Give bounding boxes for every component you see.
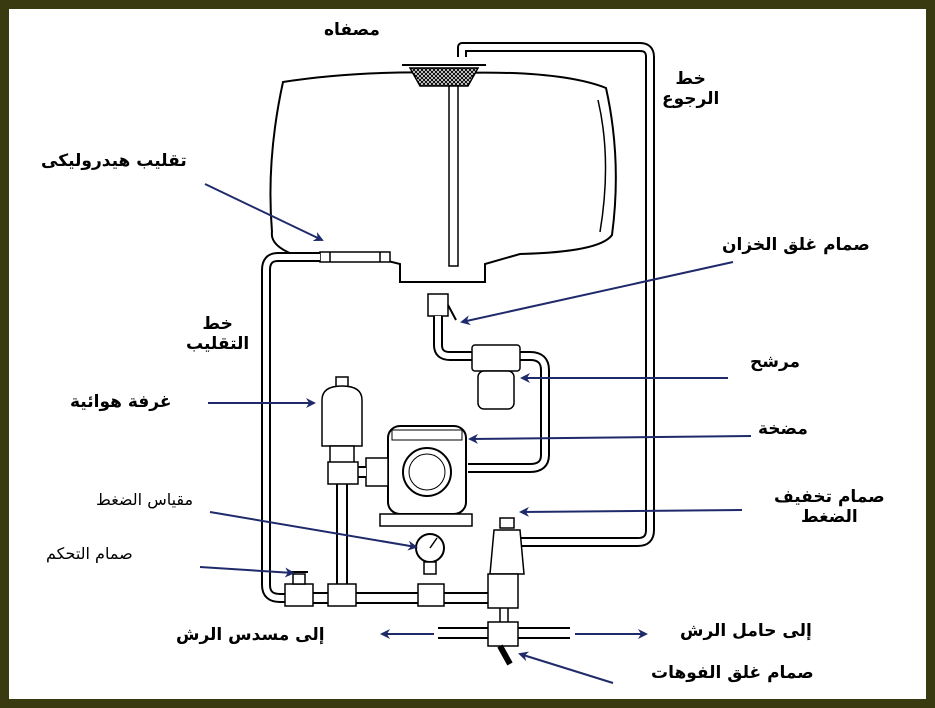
to-spray-boom-label: إلى حامل الرش	[680, 622, 812, 642]
air-chamber	[322, 377, 362, 464]
strainer-label: مصفاه	[324, 21, 380, 41]
hydraulic-agitation-label: تقليب هيدروليكى	[41, 152, 187, 172]
pressure-relief-valve	[488, 518, 524, 628]
pump	[366, 426, 472, 526]
pressure-gauge-label: مقياس الضغط	[96, 491, 193, 509]
pump-label: مضخة	[758, 420, 808, 440]
to-spray-gun-label: إلى مسدس الرش	[176, 626, 325, 646]
air-chamber-label: غرفة هوائية	[70, 393, 171, 413]
control-valve-label: صمام التحكم	[46, 545, 133, 563]
pressure-relief-valve-label: صمام تخفيف الضغط	[774, 488, 885, 527]
tank-shutoff-valve-label: صمام غلق الخزان	[722, 236, 870, 256]
filter	[472, 345, 520, 409]
filter-label: مرشح	[750, 353, 800, 373]
pressure-gauge	[416, 534, 444, 606]
agitation-line-label: خط التقليب	[186, 315, 249, 354]
nozzle-shutoff-valve	[488, 622, 518, 664]
return-line-label: خط الرجوع	[662, 70, 719, 109]
control-valve	[285, 572, 313, 606]
nozzle-shutoff-valve-label: صمام غلق الفوهات	[651, 664, 814, 684]
return-dip-tube	[449, 86, 458, 266]
strainer	[410, 68, 478, 86]
tank	[270, 72, 615, 282]
agitation-line	[266, 257, 320, 598]
tank-shutoff-valve	[428, 294, 448, 316]
